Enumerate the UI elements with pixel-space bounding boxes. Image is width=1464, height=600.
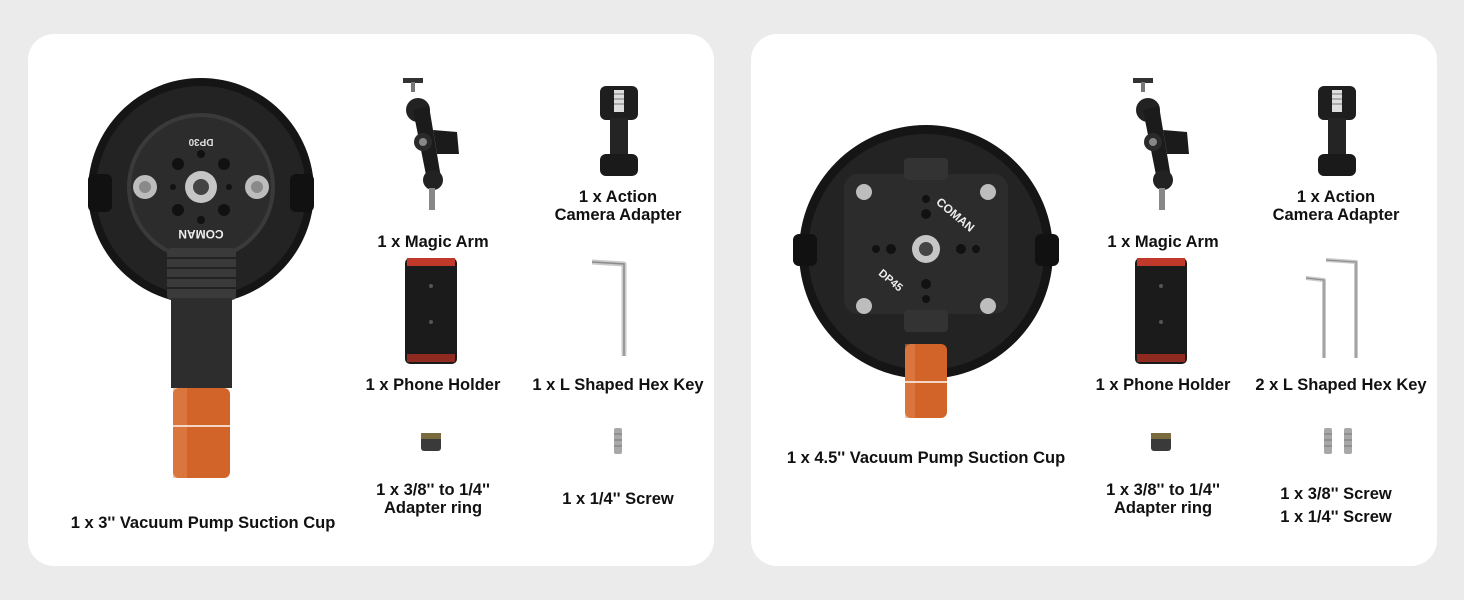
magic-arm-image [403, 78, 459, 210]
phone-holder-item: 1 x Phone Holder [1093, 256, 1233, 406]
hex-key-item: 1 x L Shaped Hex Key [528, 256, 708, 406]
action-camera-adapter-item: 1 x Action Camera Adapter [1266, 84, 1406, 234]
phone-holder-item: 1 x Phone Holder [363, 256, 503, 406]
screw-image [1324, 428, 1352, 454]
adapter-ring-caption: 1 x 3/8'' to 1/4'' Adapter ring [376, 481, 490, 517]
left-package-panel: DP30 COMAN 1 x 3'' Vacuum Pump Suction C… [28, 34, 714, 566]
phone-holder-caption: 1 x Phone Holder [1095, 376, 1231, 394]
action-camera-adapter-image [1318, 86, 1356, 176]
screw-image [614, 428, 622, 454]
adapter-ring-caption: 1 x 3/8'' to 1/4'' Adapter ring [1106, 481, 1220, 517]
action-camera-adapter-item: 1 x Action Camera Adapter [548, 84, 688, 234]
action-camera-adapter-image [600, 86, 638, 176]
screw-caption: 1 x 1/4'' Screw [562, 490, 674, 508]
magic-arm-item: 1 x Magic Arm [1093, 70, 1233, 251]
suction-cup-caption: 1 x 3'' Vacuum Pump Suction Cup [70, 514, 336, 532]
brand-logo-left: COMAN [178, 227, 223, 241]
right-package-panel: COMAN DP45 1 x 4.5'' Vacuum Pump Suction… [751, 34, 1437, 566]
action-camera-adapter-caption: 1 x Action Camera Adapter [554, 188, 682, 224]
hex-key-image [1305, 258, 1358, 358]
adapter-ring-image [421, 433, 441, 451]
screw-item: 1 x 1/4'' Screw [548, 426, 688, 526]
adapter-ring-item: 1 x 3/8'' to 1/4'' Adapter ring [363, 429, 503, 529]
magic-arm-caption: 1 x Magic Arm [377, 233, 489, 251]
hex-key-item: 2 x L Shaped Hex Key [1246, 256, 1436, 406]
adapter-ring-image [1151, 433, 1171, 451]
screw-caption: 1 x 3/8'' Screw 1 x 1/4'' Screw [1280, 485, 1392, 526]
phone-holder-caption: 1 x Phone Holder [365, 376, 501, 394]
hex-key-caption: 1 x L Shaped Hex Key [532, 376, 704, 394]
magic-arm-item: 1 x Magic Arm [363, 70, 503, 251]
action-camera-adapter-caption: 1 x Action Camera Adapter [1272, 188, 1400, 224]
suction-cup-caption: 1 x 4.5'' Vacuum Pump Suction Cup [786, 449, 1066, 467]
suction-cup-3in-image: DP30 COMAN 1 x 3'' Vacuum Pump Suction C… [28, 34, 378, 532]
screw-item: 1 x 3/8'' Screw 1 x 1/4'' Screw [1266, 426, 1406, 536]
phone-holder-image [1135, 258, 1187, 364]
suction-cup-45in-image: COMAN DP45 1 x 4.5'' Vacuum Pump Suction… [751, 34, 1101, 484]
magic-arm-image [1133, 78, 1189, 210]
model-label-dp30: DP30 [188, 136, 213, 147]
adapter-ring-item: 1 x 3/8'' to 1/4'' Adapter ring [1093, 429, 1233, 529]
phone-holder-image [405, 258, 457, 364]
hex-key-caption: 2 x L Shaped Hex Key [1255, 376, 1427, 394]
hex-key-image [591, 259, 627, 356]
magic-arm-caption: 1 x Magic Arm [1107, 233, 1219, 251]
